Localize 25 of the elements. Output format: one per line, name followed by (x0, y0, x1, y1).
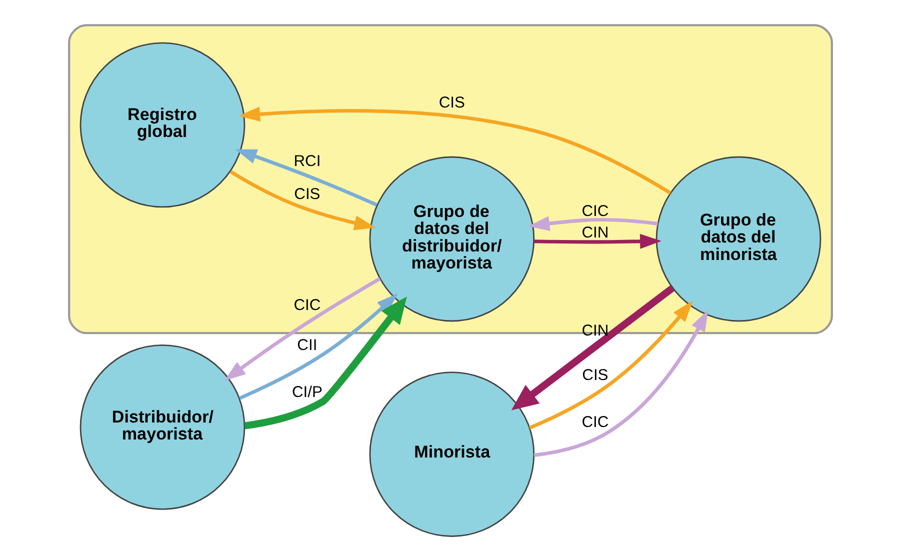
edge-label: CIC (582, 202, 609, 220)
arrow (534, 310, 708, 457)
edge-label: CIS (294, 186, 320, 203)
edge-label: RCI (294, 153, 321, 170)
arrow (238, 293, 398, 400)
arrow (534, 234, 662, 249)
arrow (230, 170, 376, 230)
edge-label: CIN (582, 322, 609, 340)
node-circle: Grupo de datos del distribuidor/ mayorista (369, 156, 535, 322)
edge-label: CII (297, 336, 318, 354)
edge-label: CIS (582, 366, 608, 384)
arrow (528, 216, 658, 231)
arrow (511, 285, 674, 410)
edge-label: CIC (582, 414, 609, 431)
arrow (235, 149, 378, 206)
arrow (244, 296, 407, 430)
arrow (224, 277, 381, 381)
node-circle: Registro global (80, 42, 246, 208)
edge-label: CIS (438, 94, 465, 112)
arrow (528, 300, 693, 430)
arrow (238, 106, 672, 195)
edge-label: CIC (294, 297, 321, 314)
edge-label: CIN (582, 224, 609, 242)
node-circle: Minorista (369, 372, 535, 537)
edge-label: CI/P (292, 384, 322, 401)
